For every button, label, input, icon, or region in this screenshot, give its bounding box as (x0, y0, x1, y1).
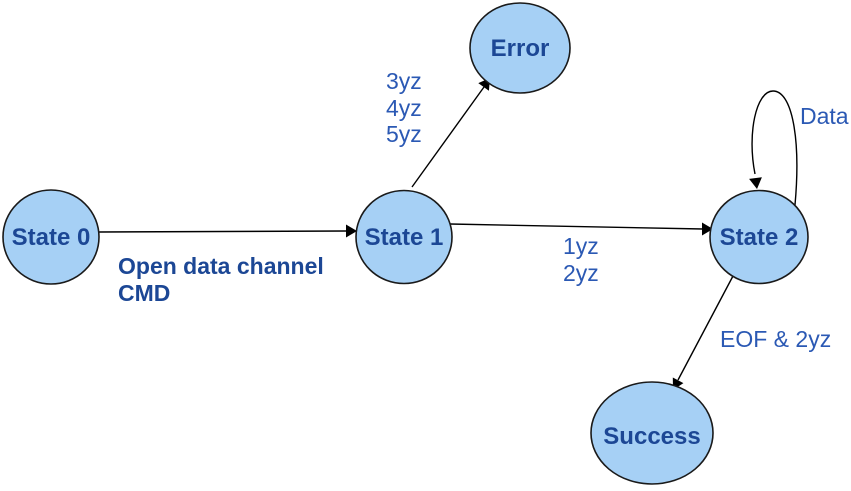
node-circle (469, 2, 571, 94)
edge-state1-to-state2 (449, 222, 713, 236)
arrowhead (702, 222, 713, 236)
edge-label-line: 4yz (386, 95, 422, 121)
edge-label-line: EOF & 2yz (720, 326, 831, 352)
edge-label-line: 5yz (386, 121, 422, 147)
edge-state0-to-state1 (98, 224, 357, 238)
node-state1-label: State 1 (365, 224, 444, 251)
edge-label-open-data-channel: Open data channel CMD (118, 253, 324, 306)
edge-label-line: Data (800, 103, 849, 129)
node-circle (709, 189, 809, 285)
node-state2: State 2 (709, 189, 809, 285)
node-circle (590, 381, 714, 485)
node-error: Error (469, 2, 571, 94)
edge-label-eof: EOF & 2yz (720, 326, 831, 352)
arrowhead (346, 224, 357, 238)
edge-label-line: Open data channel (118, 253, 324, 279)
edge-state2-self-loop (749, 90, 798, 206)
node-error-label: Error (491, 35, 550, 62)
edge-label-line: 2yz (563, 260, 599, 286)
arrowhead (749, 177, 762, 189)
edge-label-error-codes: 3yz 4yz 5yz (386, 68, 422, 147)
edge-state1-to-error (411, 78, 490, 188)
node-state1: State 1 (355, 189, 453, 285)
edge-line (411, 86, 485, 188)
edge-line (98, 230, 347, 233)
edge-label-line: CMD (118, 280, 170, 306)
node-circle (2, 189, 100, 285)
edge-loop-curve (751, 90, 798, 206)
node-success: Success (590, 381, 714, 485)
node-state0-label: State 0 (12, 224, 91, 251)
edge-label-line: 1yz (563, 233, 599, 259)
node-state0: State 0 (2, 189, 100, 285)
node-success-label: Success (603, 423, 700, 450)
edge-label-state2-codes: 1yz 2yz (563, 233, 599, 286)
edge-label-line: 3yz (386, 68, 422, 94)
node-circle (355, 189, 453, 285)
edge-line (449, 223, 704, 230)
node-state2-label: State 2 (720, 224, 799, 251)
edge-line (677, 275, 734, 381)
edge-label-data-loop: Data (800, 103, 849, 129)
